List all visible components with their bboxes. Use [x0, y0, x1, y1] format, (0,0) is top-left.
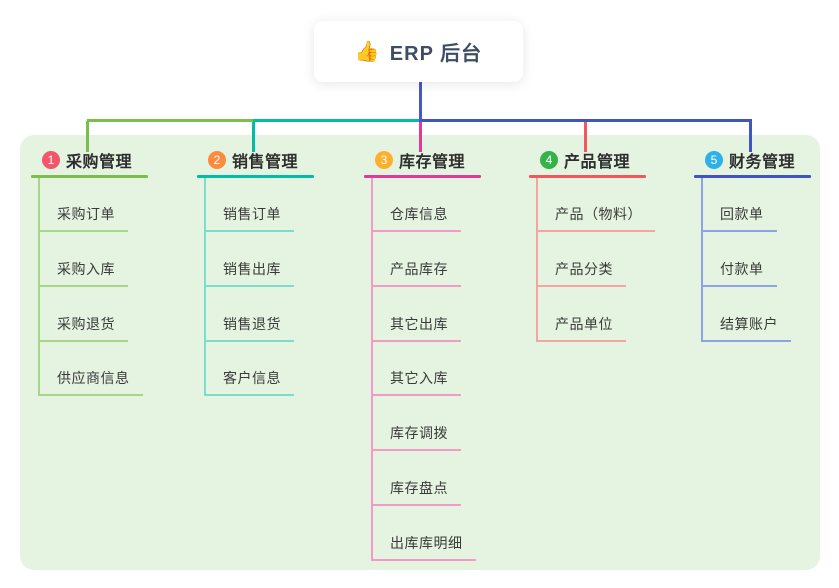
child-node[interactable]: 客户信息 [204, 369, 294, 397]
branch-drop-line [748, 121, 752, 152]
child-node[interactable]: 其它出库 [371, 315, 461, 342]
branch-underline [197, 175, 314, 178]
branch-number-badge: 2 [208, 151, 226, 169]
child-node[interactable]: 销售订单 [204, 205, 294, 232]
child-node[interactable]: 产品库存 [371, 260, 461, 287]
branch-header[interactable]: 5 财务管理 [705, 148, 795, 172]
child-node[interactable]: 供应商信息 [38, 369, 143, 397]
branch-underline [364, 175, 481, 178]
branch-trunk-line [371, 178, 373, 561]
child-node[interactable]: 仓库信息 [371, 205, 461, 232]
branch-title: 销售管理 [232, 154, 299, 171]
branch-underline [694, 175, 811, 178]
child-node[interactable]: 其它入库 [371, 369, 461, 397]
branch-elbow-line [253, 119, 420, 122]
branch-underline [529, 175, 646, 178]
child-node[interactable]: 库存调拨 [371, 424, 461, 452]
branch-drop-line [583, 121, 587, 152]
branch-header[interactable]: 1 采购管理 [42, 148, 132, 172]
thumbs-up-icon: 👍 [354, 40, 380, 63]
branches-panel [20, 135, 820, 570]
branch-title: 财务管理 [729, 154, 796, 171]
child-node[interactable]: 出库库明细 [371, 534, 476, 561]
branch-trunk-line [701, 178, 703, 342]
child-node[interactable]: 产品分类 [536, 260, 626, 287]
child-node[interactable]: 产品单位 [536, 315, 626, 342]
root-node[interactable]: 👍 ERP 后台 [314, 21, 523, 82]
child-node[interactable]: 付款单 [701, 260, 777, 287]
branch-title: 采购管理 [66, 154, 133, 171]
branch-header[interactable]: 2 销售管理 [208, 148, 298, 172]
child-node[interactable]: 结算账户 [701, 315, 791, 342]
child-node[interactable]: 销售退货 [204, 315, 294, 342]
branch-drop-line [85, 121, 89, 152]
branch-number-badge: 5 [705, 151, 723, 169]
branch-title: 库存管理 [399, 154, 466, 171]
branch-number-badge: 4 [540, 151, 558, 169]
root-label: ERP 后台 [389, 43, 483, 65]
branch-title: 产品管理 [564, 154, 631, 171]
child-node[interactable]: 采购退货 [38, 315, 128, 342]
child-node[interactable]: 销售出库 [204, 260, 294, 287]
branch-trunk-line [38, 178, 40, 397]
child-node[interactable]: 回款单 [701, 205, 777, 232]
child-node[interactable]: 采购订单 [38, 205, 128, 232]
branch-number-badge: 1 [42, 151, 60, 169]
branch-trunk-line [204, 178, 206, 397]
branch-header[interactable]: 3 库存管理 [375, 148, 465, 172]
branch-trunk-line [536, 178, 538, 342]
branch-drop-line [251, 121, 255, 152]
root-stem-line [418, 82, 422, 122]
branch-drop-line [418, 121, 422, 152]
branch-elbow-line [420, 119, 752, 122]
child-node[interactable]: 产品（物料） [536, 205, 655, 232]
child-node[interactable]: 库存盘点 [371, 479, 461, 506]
branch-underline [31, 175, 148, 178]
child-node[interactable]: 采购入库 [38, 260, 128, 287]
branch-number-badge: 3 [375, 151, 393, 169]
branch-header[interactable]: 4 产品管理 [540, 148, 630, 172]
